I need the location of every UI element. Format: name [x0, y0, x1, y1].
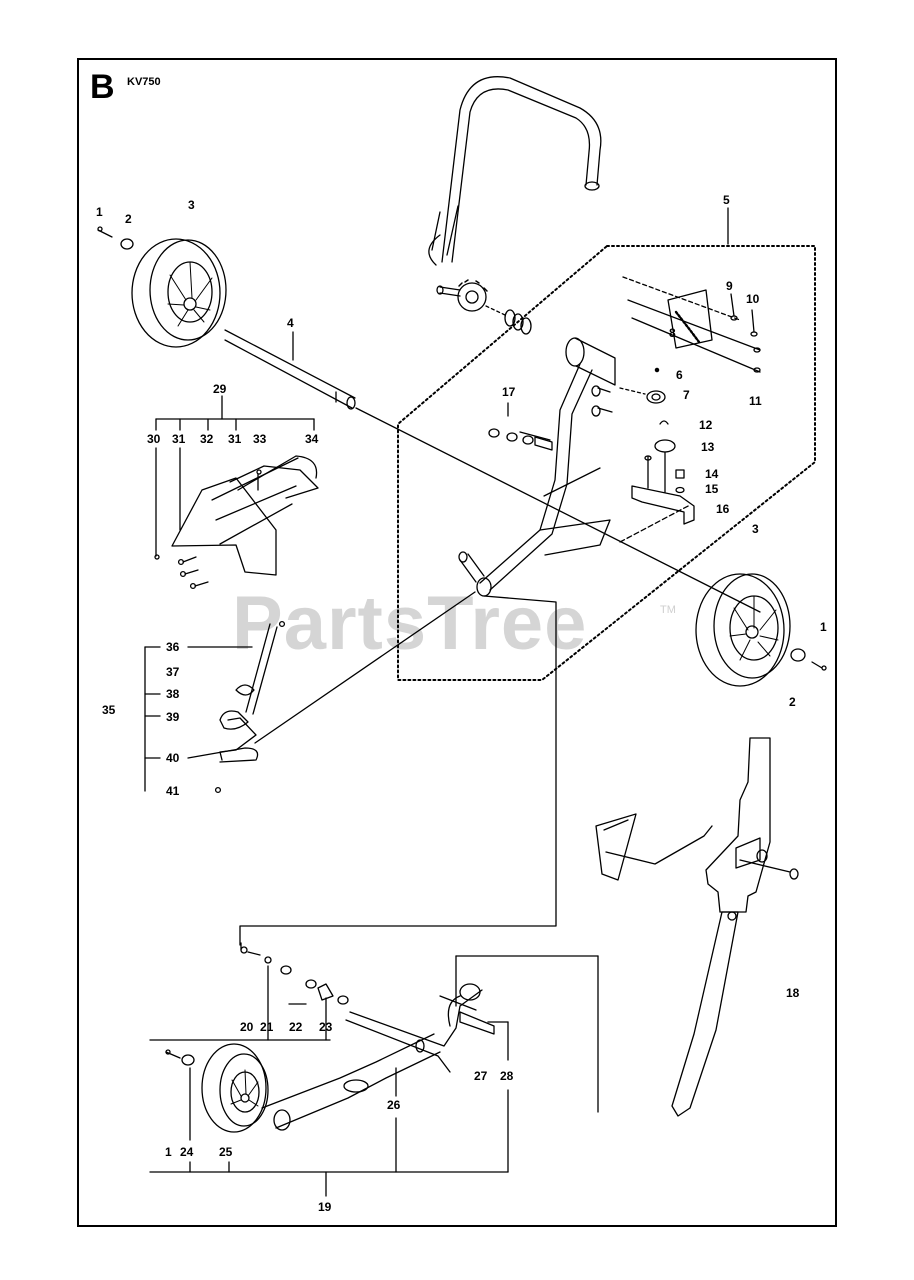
callout-2-top: 2 — [125, 212, 132, 226]
callout-24: 24 — [180, 1145, 194, 1159]
callout-15: 15 — [705, 482, 719, 496]
callout-4: 4 — [287, 316, 294, 330]
lower-wheel-assembly-19 — [150, 943, 598, 1196]
callout-22: 22 — [289, 1020, 303, 1034]
lever-assembly-35 — [145, 592, 475, 792]
bolt-17 — [489, 403, 552, 450]
callout-26: 26 — [387, 1098, 401, 1112]
callout-18: 18 — [786, 986, 800, 1000]
callout-29: 29 — [213, 382, 227, 396]
bracket-assembly-29 — [155, 396, 318, 588]
callout-14: 14 — [705, 467, 719, 481]
callout-28: 28 — [500, 1069, 514, 1083]
callout-8: 8 — [669, 326, 676, 340]
spring-bushings — [486, 306, 531, 334]
callout-16: 16 — [716, 502, 730, 516]
lever-18 — [596, 738, 798, 1116]
wheel-left-3 — [98, 227, 226, 347]
section-letter: B — [90, 68, 115, 106]
callout-37: 37 — [166, 665, 180, 679]
axle-centreline — [356, 408, 760, 612]
model-label: KV750 — [127, 76, 161, 88]
callout-23: 23 — [319, 1020, 333, 1034]
callout-39: 39 — [166, 710, 180, 724]
callout-33: 33 — [253, 432, 267, 446]
callout-13: 13 — [701, 440, 715, 454]
callout-2-right: 2 — [789, 695, 796, 709]
handle-bar — [429, 77, 601, 265]
callout-19: 19 — [318, 1200, 332, 1214]
callout-34: 34 — [305, 432, 319, 446]
callout-1-top: 1 — [96, 205, 103, 219]
callout-6: 6 — [676, 368, 683, 382]
main-frame — [459, 338, 615, 596]
callout-20: 20 — [240, 1020, 254, 1034]
assembly-5-boundary — [398, 246, 815, 680]
diagram-frame — [77, 58, 837, 1227]
watermark: PartsTree — [232, 581, 588, 666]
handle-gear-hub — [437, 280, 487, 311]
callout-11: 11 — [749, 394, 762, 408]
callout-41: 41 — [166, 784, 180, 798]
bracket-16 — [632, 421, 694, 524]
callout-30: 30 — [147, 432, 161, 446]
trademark-mark: TM — [660, 604, 676, 616]
callout-5: 5 — [723, 193, 730, 207]
wheel-right-3 — [696, 574, 826, 686]
callout-21: 21 — [260, 1020, 274, 1034]
callout-17: 17 — [502, 385, 516, 399]
nut-6-7 — [620, 368, 665, 403]
callout-12: 12 — [699, 418, 713, 432]
callout-36: 36 — [166, 640, 180, 654]
callout-25: 25 — [219, 1145, 233, 1159]
callout-40: 40 — [166, 751, 180, 765]
callout-1-lower: 1 — [165, 1145, 172, 1159]
callout-3-left-wheel: 3 — [188, 198, 195, 212]
link-line-lower — [240, 596, 556, 945]
callout-9: 9 — [726, 279, 733, 293]
callout-7: 7 — [683, 388, 690, 402]
callout-10: 10 — [746, 292, 760, 306]
callout-3-right-wheel: 3 — [752, 522, 759, 536]
callout-38: 38 — [166, 687, 180, 701]
callout-1-right: 1 — [820, 620, 827, 634]
axle-4 — [225, 330, 355, 409]
callout-35: 35 — [102, 703, 116, 717]
gear-plate-8 — [623, 277, 760, 372]
callout-31-second: 31 — [228, 432, 242, 446]
callout-31-first: 31 — [172, 432, 186, 446]
callout-32: 32 — [200, 432, 214, 446]
callout-27: 27 — [474, 1069, 488, 1083]
